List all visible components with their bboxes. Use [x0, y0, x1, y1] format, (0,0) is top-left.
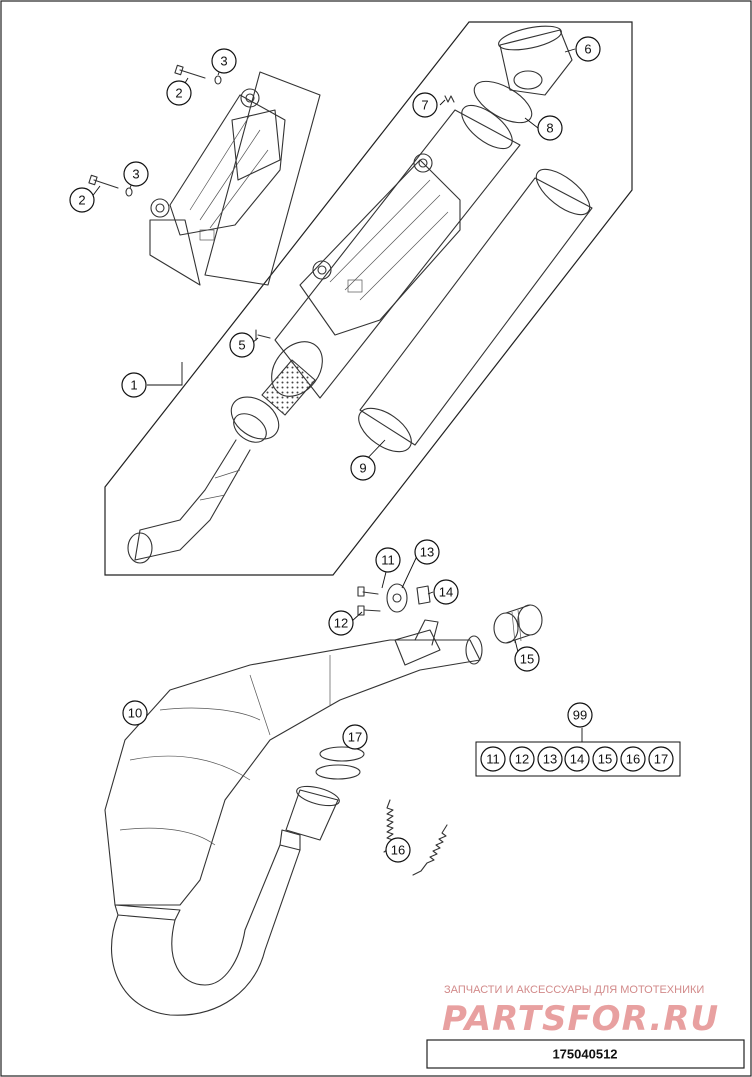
svg-text:6: 6	[584, 42, 591, 57]
callout-13: 13	[414, 539, 440, 565]
kit-item-13: 13	[537, 746, 563, 772]
svg-text:3: 3	[220, 54, 227, 69]
o-ring	[473, 80, 533, 124]
svg-text:99: 99	[573, 708, 587, 723]
frame-mount-detail	[149, 71, 321, 286]
callout-99: 99	[567, 702, 593, 728]
silencer-inner-tube	[127, 359, 316, 564]
svg-text:17: 17	[348, 730, 362, 745]
svg-text:15: 15	[598, 752, 612, 767]
svg-text:10: 10	[128, 706, 142, 721]
expansion-chamber	[104, 619, 483, 1016]
callout-3-upper: 3	[211, 48, 237, 74]
svg-text:11: 11	[381, 553, 395, 568]
svg-text:9: 9	[359, 461, 366, 476]
drawing-number: 175040512	[552, 1047, 617, 1062]
callout-14: 14	[433, 579, 459, 605]
svg-text:12: 12	[515, 752, 529, 767]
svg-text:16: 16	[626, 752, 640, 767]
leader-lines	[90, 48, 583, 742]
callout-8: 8	[537, 115, 563, 141]
mount-bracket-hardware	[357, 583, 431, 616]
callout-17: 17	[342, 724, 368, 750]
svg-text:14: 14	[439, 585, 453, 600]
svg-text:14: 14	[570, 752, 584, 767]
spring-right	[412, 824, 448, 876]
callout-3-lower: 3	[123, 161, 149, 187]
callout-16: 16	[385, 837, 411, 863]
gasket-upper	[319, 746, 365, 762]
kit-box	[475, 741, 681, 777]
spring-left	[383, 799, 394, 853]
bolt-lower	[88, 174, 133, 197]
callout-15: 15	[514, 646, 540, 672]
watermark-logo: PARTSFOR.RU	[442, 999, 719, 1039]
kit-item-11: 11	[480, 746, 506, 772]
svg-text:3: 3	[132, 167, 139, 182]
small-spring	[444, 95, 455, 103]
callout-9: 9	[350, 455, 376, 481]
drawing-number-box	[426, 1039, 745, 1069]
svg-text:12: 12	[334, 616, 348, 631]
kit-item-14: 14	[564, 746, 590, 772]
kit-item-15: 15	[592, 746, 618, 772]
silencer-outer-sleeve	[358, 168, 593, 453]
callout-11: 11	[375, 547, 401, 573]
rivet-screw	[255, 329, 271, 341]
callout-6: 6	[575, 36, 601, 62]
svg-text:16: 16	[391, 843, 405, 858]
callout-7: 7	[412, 92, 438, 118]
callout-12: 12	[328, 610, 354, 636]
callout-2-upper: 2	[166, 80, 192, 106]
silencer-assembly-frame	[104, 21, 633, 576]
svg-text:2: 2	[78, 193, 85, 208]
joint-rubber	[493, 604, 543, 644]
kit-item-17: 17	[648, 746, 674, 772]
svg-text:11: 11	[486, 752, 500, 767]
gasket-lower	[315, 764, 361, 780]
callout-1: 1	[121, 372, 147, 398]
callout-10: 10	[122, 700, 148, 726]
callout-2-lower: 2	[69, 187, 95, 213]
svg-text:13: 13	[420, 545, 434, 560]
callout-5: 5	[229, 332, 255, 358]
bolt-upper	[174, 64, 222, 85]
svg-text:1: 1	[130, 378, 137, 393]
svg-text:15: 15	[520, 652, 534, 667]
svg-text:17: 17	[654, 752, 668, 767]
svg-text:8: 8	[546, 121, 553, 136]
svg-text:7: 7	[421, 98, 428, 113]
end-cap	[498, 25, 573, 96]
kit-item-12: 12	[509, 746, 535, 772]
svg-text:2: 2	[175, 86, 182, 101]
kit-item-16: 16	[620, 746, 646, 772]
svg-text:13: 13	[543, 752, 557, 767]
watermark-tagline: ЗАПЧАСТИ И АКСЕССУАРЫ ДЛЯ МОТОТЕХНИКИ	[444, 984, 704, 996]
svg-text:5: 5	[238, 338, 245, 353]
silencer-body	[271, 104, 521, 399]
